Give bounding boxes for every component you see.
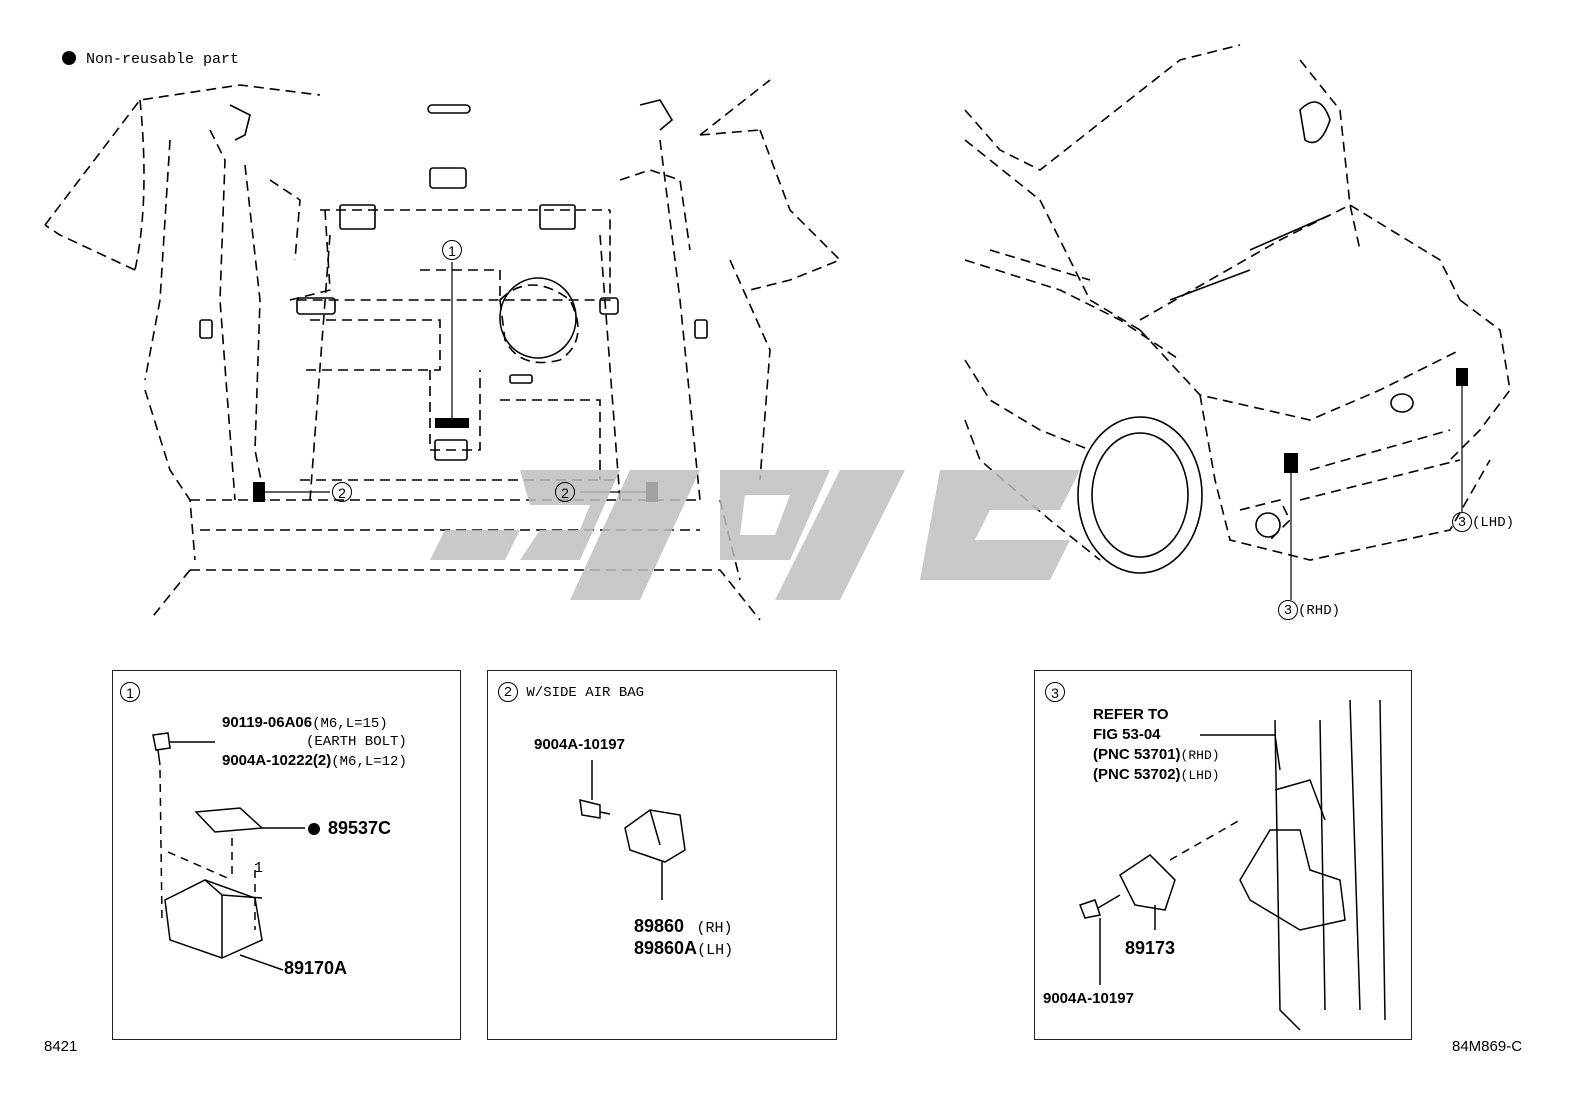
detail2-drawing xyxy=(579,760,686,900)
interior-view xyxy=(44,79,842,621)
part-number-9004A-10197-detail3: 9004A-10197 xyxy=(1043,990,1134,1007)
exterior-view xyxy=(964,44,1511,561)
part-number-89860A: 89860A xyxy=(634,938,698,958)
detail1-leader-number: 1 xyxy=(254,860,264,877)
front-sensor-lhd xyxy=(1456,368,1468,386)
non-reusable-dot-icon xyxy=(308,823,320,835)
footer-right-code: 84M869-C xyxy=(1452,1038,1523,1055)
detail3-id: 3 xyxy=(1045,682,1065,703)
part-number-89170A: 89170A xyxy=(284,958,348,978)
detail2-lh-line: 89860A(LH) xyxy=(634,938,734,959)
callout-3-lhd: 3(LHD) xyxy=(1452,512,1514,532)
detail3-pnc-lhd: (PNC 53702)(LHD) xyxy=(1093,766,1220,783)
detail-box-1 xyxy=(112,670,461,1040)
interior-solid-details xyxy=(199,99,708,461)
detail3-drawing xyxy=(1079,699,1386,1031)
detail1-drawing xyxy=(152,732,305,971)
interior-leaders xyxy=(265,262,646,493)
part-number-89860: 89860 xyxy=(634,916,685,936)
footer-left-code: 8421 xyxy=(44,1038,78,1055)
part-number-89173: 89173 xyxy=(1125,938,1176,958)
detail1-bolt-alt-line: 9004A-10222(2)(M6,L=12) xyxy=(222,752,407,770)
exterior-solid-details xyxy=(1077,101,1414,574)
non-reusable-dot-icon xyxy=(62,51,76,65)
detail2-header: 2 W/SIDE AIR BAG xyxy=(498,682,644,702)
legend: Non-reusable part xyxy=(62,50,239,68)
detail3-refer-line2: FIG 53-04 xyxy=(1093,726,1161,743)
exterior-leaders xyxy=(1290,386,1463,600)
detail1-earth-bolt-note: (EARTH BOLT) xyxy=(306,734,407,750)
detail3-refer-line1: REFER TO xyxy=(1093,706,1169,723)
callout-3-rhd: 3(RHD) xyxy=(1278,600,1340,620)
front-sensor-rhd xyxy=(1284,453,1298,473)
detail-box-3 xyxy=(1034,670,1412,1040)
sensor-location-center xyxy=(435,418,469,428)
sensor-location-left xyxy=(253,482,265,502)
detail-box-2 xyxy=(487,670,837,1040)
detail1-id: 1 xyxy=(120,682,140,703)
detail2-title: W/SIDE AIR BAG xyxy=(526,685,645,701)
part-number-90119-06A06: 90119-06A06 xyxy=(222,714,313,731)
detail2-rh-line: 89860 (RH) xyxy=(634,916,733,937)
callout-1-interior: 1 xyxy=(442,240,462,261)
detail1-bolt-line: 90119-06A06(M6,L=15) xyxy=(222,714,388,732)
legend-label: Non-reusable part xyxy=(86,51,240,68)
part-number-89537C: 89537C xyxy=(328,818,392,838)
watermark-logo xyxy=(430,470,1080,600)
callout-2-interior-left: 2 xyxy=(332,482,352,503)
part-number-9004A-10197: 9004A-10197 xyxy=(534,736,625,753)
callout-2-interior-right: 2 xyxy=(555,482,575,503)
detail3-pnc-rhd: (PNC 53701)(RHD) xyxy=(1093,746,1220,763)
part-number-9004A-10222: 9004A-10222(2) xyxy=(222,752,332,769)
